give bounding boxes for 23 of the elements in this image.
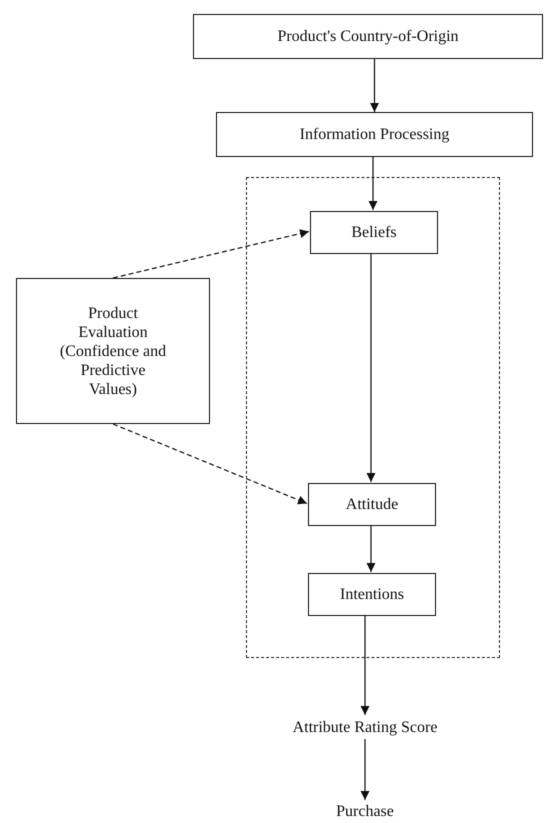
dashed-arrow bbox=[112, 229, 310, 279]
arrow bbox=[366, 253, 376, 482]
dashed-arrow bbox=[112, 423, 308, 504]
dashed-group-box bbox=[246, 177, 500, 658]
arrow bbox=[370, 59, 379, 112]
stage-label: Attribute Rating Score bbox=[292, 718, 438, 736]
arrow bbox=[368, 157, 378, 210]
arrow bbox=[360, 739, 370, 800]
arrow bbox=[360, 615, 370, 715]
box-label: Product Evaluation (Confidence and Predictive Values) bbox=[58, 304, 168, 398]
process-box bbox=[310, 211, 438, 254]
box-label: Product's Country-of-Origin bbox=[277, 27, 459, 46]
process-box bbox=[216, 112, 533, 157]
process-box bbox=[16, 278, 210, 424]
stage-label: Purchase bbox=[336, 802, 394, 820]
process-box bbox=[193, 14, 543, 59]
box-label: Intentions bbox=[340, 585, 404, 604]
box-label: Information Processing bbox=[300, 125, 450, 144]
box-label: Attitude bbox=[346, 495, 398, 514]
box-label: Beliefs bbox=[351, 223, 397, 242]
arrow bbox=[366, 525, 376, 572]
process-box bbox=[308, 573, 436, 616]
process-box bbox=[308, 483, 436, 526]
